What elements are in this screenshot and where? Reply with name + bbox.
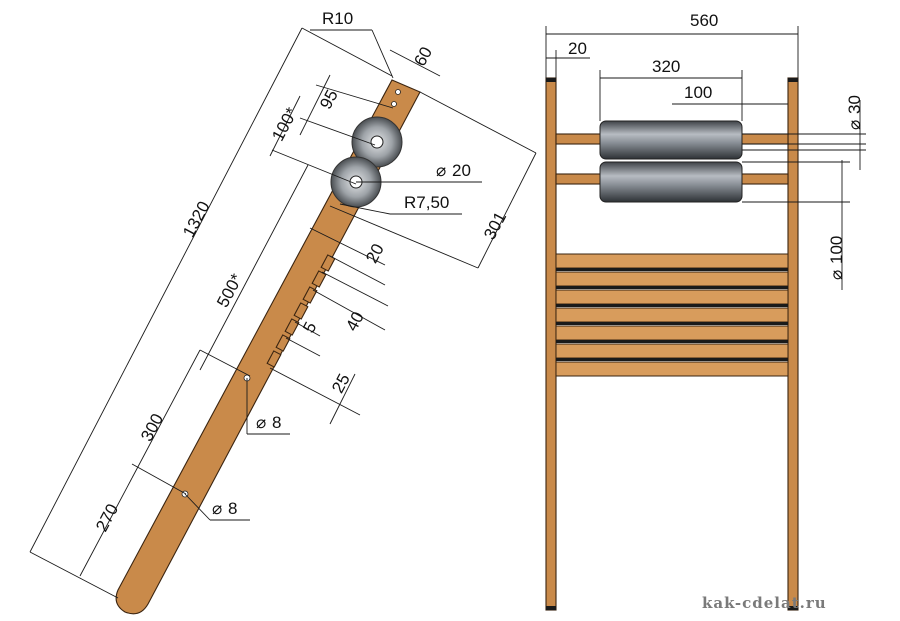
dim-320: 320 (652, 57, 680, 76)
upper-roller (599, 120, 743, 160)
svg-text:8: 8 (272, 413, 281, 432)
side-board (115, 79, 421, 615)
dim-20-slat: 20 (362, 241, 388, 267)
dim-20-post: 20 (568, 39, 587, 58)
svg-text:⌀: ⌀ (436, 161, 446, 180)
svg-text:20: 20 (452, 161, 471, 180)
lower-roller (599, 161, 743, 203)
dim-phi8-b: ⌀ 8 (212, 499, 237, 518)
front-dimensions (545, 26, 866, 290)
dim-phi8-a: ⌀ 8 (256, 413, 281, 432)
svg-text:30: 30 (845, 95, 864, 114)
front-view (545, 77, 799, 611)
dim-phi30: ⌀ 30 (845, 95, 864, 130)
side-view (115, 79, 421, 615)
dim-phi20: ⌀ 20 (436, 161, 471, 180)
svg-text:100: 100 (827, 236, 846, 264)
front-dimension-labels: 560 20 320 100 ⌀ 30 ⌀ 100 (568, 11, 864, 280)
right-post (787, 77, 799, 611)
svg-text:⌀: ⌀ (827, 270, 846, 280)
side-dimensions (29, 27, 537, 599)
dim-300: 300 (137, 410, 167, 444)
svg-text:⌀: ⌀ (212, 499, 222, 518)
dim-r10: R10 (322, 9, 353, 28)
svg-text:⌀: ⌀ (845, 120, 864, 130)
side-slat-teeth (266, 254, 336, 368)
left-post (545, 77, 557, 611)
dim-phi100: ⌀ 100 (827, 236, 846, 280)
dim-100-offset: 100 (684, 83, 712, 102)
dim-60: 60 (410, 44, 436, 70)
dim-25: 25 (328, 371, 354, 397)
front-slats (555, 253, 789, 377)
watermark: kak-cdelat.ru (702, 594, 827, 612)
dim-40: 40 (342, 309, 368, 335)
dim-95: 95 (316, 87, 342, 113)
dim-100-star: 100* (268, 104, 301, 144)
dim-r7-50: R7,50 (404, 193, 449, 212)
svg-text:⌀: ⌀ (256, 413, 266, 432)
dim-560: 560 (690, 11, 718, 30)
dim-1320: 1320 (179, 198, 214, 240)
dim-5: 5 (299, 319, 320, 336)
svg-text:8: 8 (228, 499, 237, 518)
